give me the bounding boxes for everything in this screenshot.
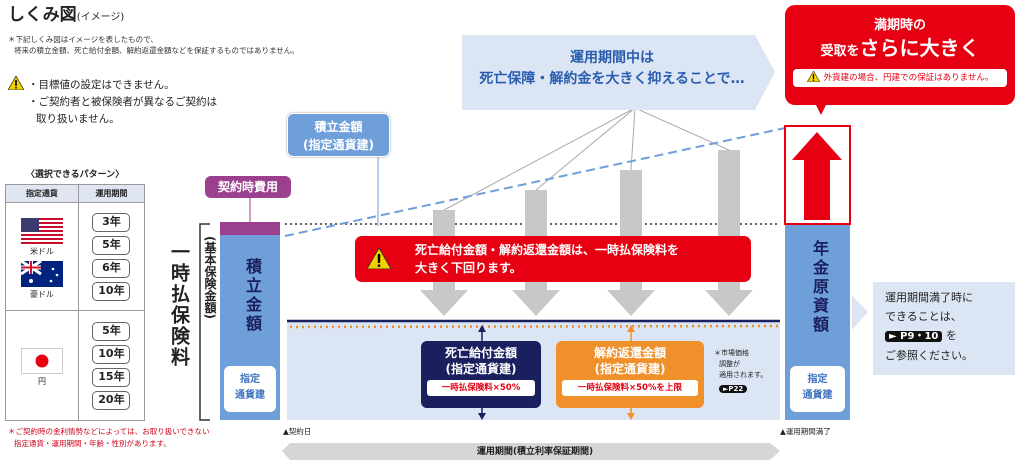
period-badge: 15年 [92,367,131,387]
arrow-down-icon [627,413,635,420]
period-badge: 10年 [92,281,131,301]
warning-item: 取り扱いません。 [36,113,120,125]
period-badge: 20年 [92,390,131,410]
page-ref-link[interactable]: ► P9・10 [885,331,943,342]
period-badge: 3年 [92,212,131,232]
designated-l2: 通貨建 [235,390,265,401]
period-bar-bg [282,443,780,460]
accumulation-dashed-line [284,127,786,237]
accum-pillar-label: 積立金額 [243,258,262,334]
bubble-pointer-lines [443,107,730,211]
after-l1: 運用期間満了時に [885,291,973,304]
designated-l1: 指定 [807,374,828,385]
death-sub: (指定通貨建) [445,362,517,376]
banner-l2: 大きく下回ります。 [415,261,522,275]
death-value: 一時払保険料×50% [427,380,535,396]
arrow-up-icon [478,325,486,332]
bubble-bg [462,35,775,110]
disclaimer: ＊下記しくみ図はイメージを表したもので、将来の積立金額、死亡給付金額、解約返還金… [8,34,299,56]
footnote-line: 指定通貨・運用期間・年齢・性別があります。 [14,439,171,448]
premium-sub-label: (基本保険金額) [203,236,217,319]
maturity-l2b: さらに大きく [859,36,980,60]
period-cell: 5年 10年 15年 20年 [77,310,146,421]
period-badge: 5年 [92,235,131,255]
period-badge: 5年 [92,321,131,341]
aud-label: 豪ドル [29,289,54,299]
patterns-heading: 〈選択できるパターン〉 [25,170,125,180]
title-text: しくみ図 [8,5,77,25]
surrender-title: 解約返還金額 [593,346,666,360]
warning-icon [806,71,820,82]
premium-bracket [199,223,210,421]
period-bar-label: 運用期間(積立利率保証期間) [476,447,594,457]
col-period: 運用期間 [77,184,146,203]
designated-badge: 指定通貨建 [790,366,845,412]
after-maturity-box: 運用期間満了時に できることは、 ► P9・10 を ご参照ください。 [873,282,1015,375]
maturity-date-label: ▲運用期間満了 [780,427,831,436]
death-title: 死亡給付金額 [444,346,517,360]
note-line: 将来の積立金額、死亡給付金額、解約返還金額などを保証するものではありません。 [14,46,299,55]
red-warning-banner: 死亡給付金額・解約返還金額は、一時払保険料を大きく下回ります。 [355,236,751,282]
contract-date-label: ▲契約日 [283,427,312,436]
fee-segment [220,222,280,235]
au-flag-icon [20,260,63,287]
warning-icon [8,76,24,90]
callout-l1: 積立金額 [314,120,363,134]
maturity-l1: 満期時の [873,18,926,33]
us-flag-icon [20,217,63,244]
patterns-table: 指定通貨運用期間 米ドル 豪ドル 3年 5年 6年 10年 円 5年 10年 1… [5,184,146,421]
pension-pillar-label: 年金原資額 [810,240,829,335]
designated-badge: 指定通貨建 [224,366,276,412]
page-ref-link[interactable]: ►P22 [719,385,748,393]
surrender-value: 一時払保険料×50%を上限 [562,380,698,396]
bubble-text: 運用期間中は死亡保障・解約金を大きく抑えることで… [462,48,762,90]
mva-l2: 調整が [719,360,740,368]
premium-label: 一時払保険料 [168,242,190,368]
accum-callout: 積立金額 (指定通貨建) [287,113,390,157]
gray-columns [420,150,753,316]
surrender-box: 解約返還金額 (指定通貨建) 一時払保険料×50%を上限 [556,341,704,408]
up-arrow-icon [792,132,842,220]
after-l4: ご参照ください。 [885,349,973,362]
period-cell: 3年 5年 6年 10年 [77,202,146,311]
mva-l1: ＊市場価格 [714,349,749,357]
warning-item: ・ご契約者と被保険者が異なるご契約は [28,96,217,108]
footnote-line: ＊ご契約時の金利情勢などによっては、お取り扱いできない [8,427,210,436]
mva-l3: 適用されます。 [719,371,768,379]
mva-note: ＊市場価格調整が適用されます。 ►P22 [714,348,767,395]
period-badge: 10年 [92,344,131,364]
note-line: ＊下記しくみ図はイメージを表したもので、 [8,35,158,44]
warning-list: ・目標値の設定はできません。 ・ご契約者と被保険者が異なるご契約は 取り扱いませ… [8,76,217,128]
arrow-up-icon [627,325,635,332]
maturity-box: 満期時の 受取をさらに大きく 外貨建の場合、円建での保証はありません。 [785,5,1015,105]
usd-label: 米ドル [29,246,54,256]
after-l2: できることは、 [885,310,962,323]
designated-l2: 通貨建 [802,390,833,401]
currency-cell: 米ドル 豪ドル [5,202,79,311]
bubble-l2: 死亡保障・解約金を大きく抑えることで… [479,71,745,87]
jp-flag-icon [20,348,63,374]
callout-l2: (指定通貨建) [303,138,374,152]
death-benefit-box: 死亡給付金額 (指定通貨建) 一時払保険料×50% [421,341,541,408]
maturity-pointer [816,105,826,115]
page-title: しくみ図(イメージ) [8,4,124,29]
maturity-l2a: 受取を [820,44,860,59]
designated-l1: 指定 [240,374,260,385]
maturity-warning: 外貨建の場合、円建での保証はありません。 [823,73,994,83]
contract-fee-label: 契約時費用 [205,176,291,198]
currency-cell: 円 [5,310,79,421]
jpy-label: 円 [37,377,46,386]
bubble-l1: 運用期間中は [570,50,654,66]
title-sub: (イメージ) [76,12,125,23]
chevron-right-icon [852,295,868,330]
arrow-down-icon [478,413,486,420]
period-badge: 6年 [92,258,131,278]
after-l3: を [942,329,957,342]
banner-l1: 死亡給付金額・解約返還金額は、一時払保険料を [415,243,680,257]
warning-item: ・目標値の設定はできません。 [28,79,175,91]
footnote: ＊ご契約時の金利情勢などによっては、お取り扱いできない指定通貨・運用期間・年齢・… [8,426,210,450]
warning-icon [367,248,391,269]
surrender-sub: (指定通貨建) [594,362,666,376]
